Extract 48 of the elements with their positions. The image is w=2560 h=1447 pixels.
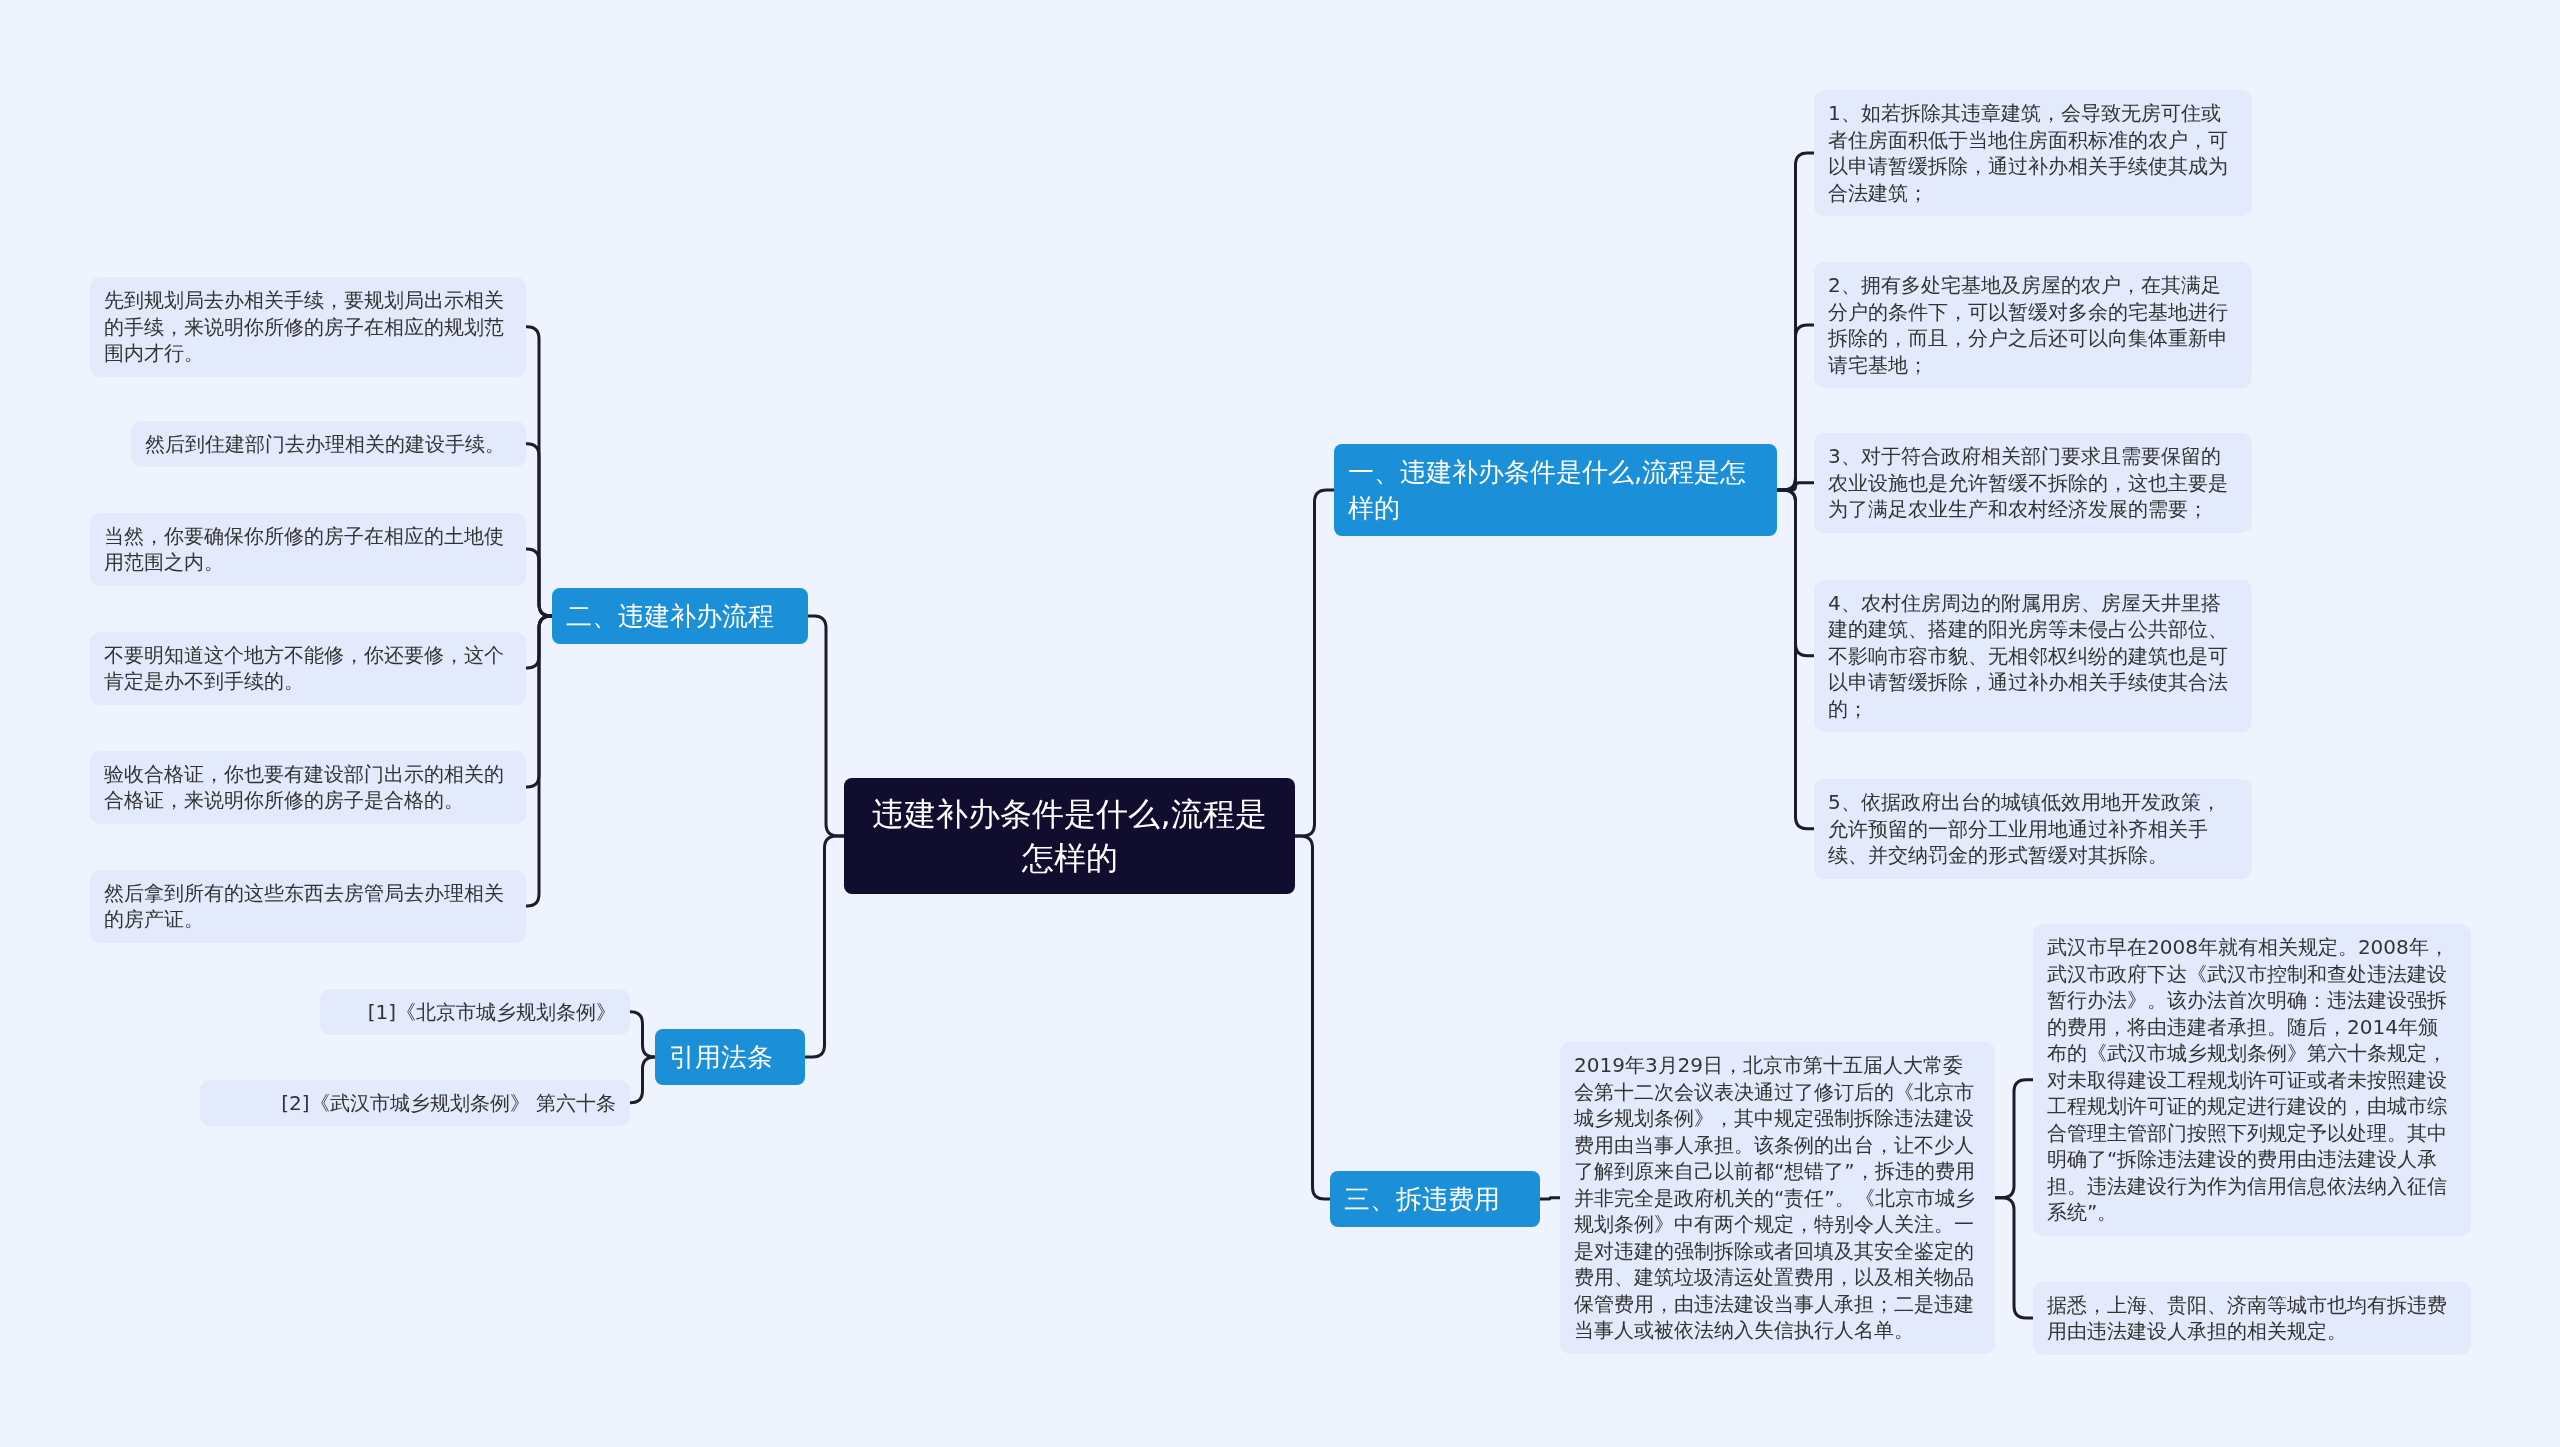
topic-text: 5、依据政府出台的城镇低效用地开发政策，允许预留的一部分工业用地通过补齐相关手续、并交纳罚金的形式暂缓对其拆除。 (1828, 789, 2222, 869)
topic-text: 2019年3月29日，北京市第十五届人大常委会第十二次会议表决通过了修订后的《北京市城乡规划条例》，其中规定强制拆除违法建设费用由当事人承担。该条例的出台，让不少人了解到原来自己以前都“想错了”，拆违的费用并非完全是政府机关的“责任”。《北京市城乡规划条例》中有两个规定，特别令人关注。一是对违建的强制拆除或者回填及其安全鉴定的费用、建筑垃圾清运处置费用，以及相关物品保管费用，由违法建设当事人承担；二是违建当事人或被依法纳入失信执行人名单。 (1574, 1052, 1976, 1344)
subtopic-box (1814, 579, 2252, 732)
connector-line (1995, 1196, 2033, 1320)
topic-text: 据悉，上海、贵阳、济南等城市也均有拆违费用由违法建设人承担的相关规定。 (2047, 1291, 2448, 1345)
connector-line (629, 1055, 656, 1105)
branch-topic-box (1330, 1171, 1540, 1227)
connector-line (525, 614, 553, 908)
central-topic-box (844, 778, 1295, 894)
subtopic-box (90, 512, 526, 586)
topic-text: 违建补办条件是什么,流程是怎样的 (871, 794, 1268, 879)
topic-text: 然后拿到所有的这些东西去房管局去办理相关的房产证。 (104, 879, 505, 933)
subtopic-box (2033, 1281, 2471, 1355)
topic-text: 先到规划局去办相关手续，要规划局出示相关的手续，来说明你所修的房子在相应的规划范围内才行。 (104, 287, 505, 367)
connector-line (629, 1010, 656, 1059)
subtopic-box (1814, 90, 2252, 216)
topic-text: 2、拥有多处宅基地及房屋的农户，在其满足分户的条件下，可以暂缓对多余的宅基地进行拆除的，而且，分户之后还可以向集体重新申请宅基地； (1828, 272, 2229, 378)
topic-text: 3、对于符合政府相关部门要求且需要保留的农业设施也是允许暂缓不拆除的，这也主要是为了满足农业生产和农村经济发展的需要； (1828, 443, 2229, 523)
topic-text: 不要明知道这个地方不能修，你还要修，这个肯定是办不到手续的。 (104, 641, 505, 695)
topic-text: 一、违建补办条件是什么,流程是怎样的 (1348, 456, 1748, 525)
subtopic-box (90, 277, 526, 377)
branch-topic-box (655, 1029, 805, 1085)
subtopic-box (1814, 433, 2252, 533)
subtopic-box (1814, 262, 2252, 388)
topic-text: 然后到住建部门去办理相关的建设手续。 (145, 430, 506, 457)
topic-text: 1、如若拆除其违章建筑，会导致无房可住或者住房面积低于当地住房面积标准的农户，可以申请暂缓拆除，通过补办相关手续使其成为合法建筑； (1828, 100, 2229, 206)
topic-text: [1]《北京市城乡规划条例》 (366, 998, 616, 1025)
topic-text: 武汉市早在2008年就有相关规定。2008年，武汉市政府下达《武汉市控制和查处违法建设暂行办法》。该办法首次明确：违法建设强拆的费用，将由违建者承担。随后，2014年颁布的《武汉市城乡规划条例》第六十条规定，对未取得建设工程规划许可证或者未按照建设工程规划许可证的规定进行建设的，由城市综合管理主管部门按照下列规定予以处理。其中明确了“拆除违法建设的费用由违法建设人承担。违法建设行为作为信用信息依法纳入征信系统”。 (2047, 934, 2450, 1226)
topic-text: [2]《武汉市城乡规划条例》 第六十条 (280, 1089, 616, 1116)
connector-line (805, 834, 844, 1059)
topic-text: 二、违建补办流程 (566, 600, 775, 633)
subtopic-box (200, 1079, 630, 1126)
subtopic-box (131, 420, 526, 467)
branch-topic-box (552, 588, 808, 644)
connector-line (1777, 488, 1814, 831)
topic-text: 验收合格证，你也要有建设部门出示的相关的合格证，来说明你所修的房子是合格的。 (104, 760, 505, 814)
connector-line (1540, 1196, 1560, 1201)
subtopic-box (90, 631, 526, 705)
subtopic-box (90, 869, 526, 943)
topic-text: 当然，你要确保你所修的房子在相应的土地使用范围之内。 (104, 522, 505, 576)
connector-line (525, 547, 553, 618)
topic-text: 4、农村住房周边的附属用房、房屋天井里搭建的建筑、搭建的阳光房等未侵占公共部位、不影响市容市貌、无相邻权纠纷的建筑也是可以申请暂缓拆除，通过补办相关手续使其合法的； (1828, 589, 2229, 722)
subtopic-box (90, 750, 526, 824)
subtopic-box (320, 988, 630, 1035)
topic-text: 三、拆违费用 (1344, 1183, 1501, 1216)
subtopic-box (1814, 779, 2252, 879)
topic-text: 引用法条 (669, 1041, 774, 1074)
branch-topic-box (1334, 444, 1777, 536)
